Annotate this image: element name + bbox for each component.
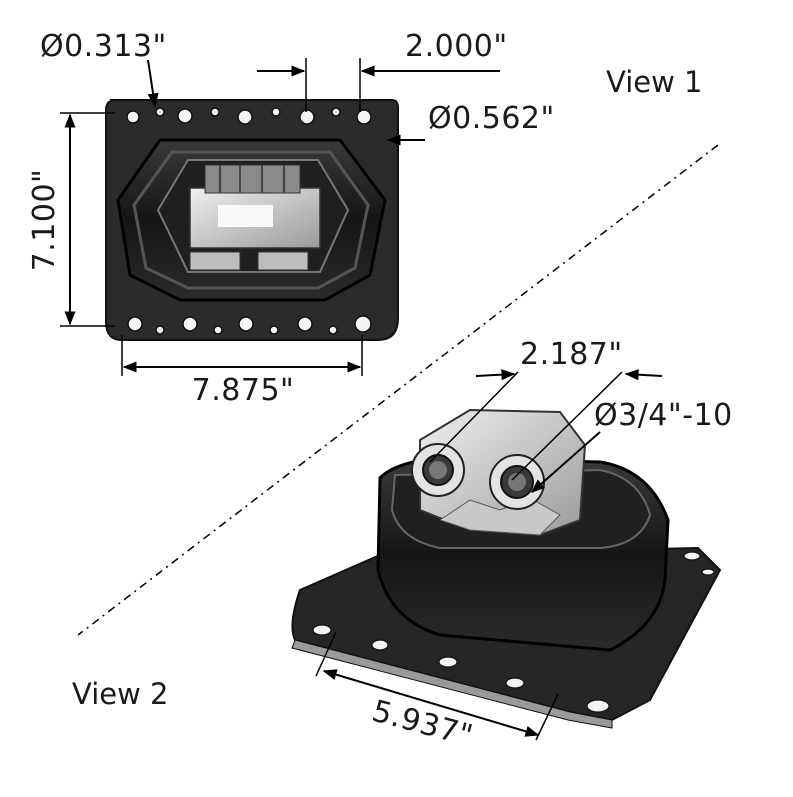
- view2-label: View 2: [72, 677, 169, 711]
- hole-spacing-label: 2.000": [405, 29, 508, 64]
- view2-threaded-studs: [411, 443, 545, 510]
- view2-mount-isometric: [291, 408, 722, 729]
- large-hole-label: Ø0.562": [428, 101, 555, 136]
- width-label: 7.875": [192, 373, 295, 408]
- dim-hole-spacing: 2.000": [257, 29, 508, 112]
- dim-thread: Ø3/4"-10: [530, 398, 733, 493]
- dim-stud-spacing: 2.187": [429, 337, 663, 481]
- thread-label: Ø3/4"-10: [594, 398, 733, 433]
- dim-width: 7.875": [121, 335, 363, 408]
- view1-label: View 1: [606, 65, 703, 99]
- view1-mount-top: [105, 99, 399, 341]
- dim-height: 7.100": [27, 112, 115, 327]
- view-divider: [77, 144, 719, 636]
- view1-metal-insert: [189, 164, 321, 271]
- dim-large-hole: Ø0.562": [386, 101, 555, 146]
- view1-rubber-lip: [132, 150, 370, 290]
- view1-top-holes: [126, 107, 372, 125]
- view1-bottom-holes: [127, 315, 372, 335]
- stud-spacing-label: 2.187": [520, 337, 623, 372]
- dim-small-hole: Ø0.313": [40, 29, 167, 108]
- height-label: 7.100": [27, 169, 62, 272]
- small-hole-label: Ø0.313": [40, 29, 167, 64]
- bolt-spacing-label: 5.937": [368, 694, 476, 754]
